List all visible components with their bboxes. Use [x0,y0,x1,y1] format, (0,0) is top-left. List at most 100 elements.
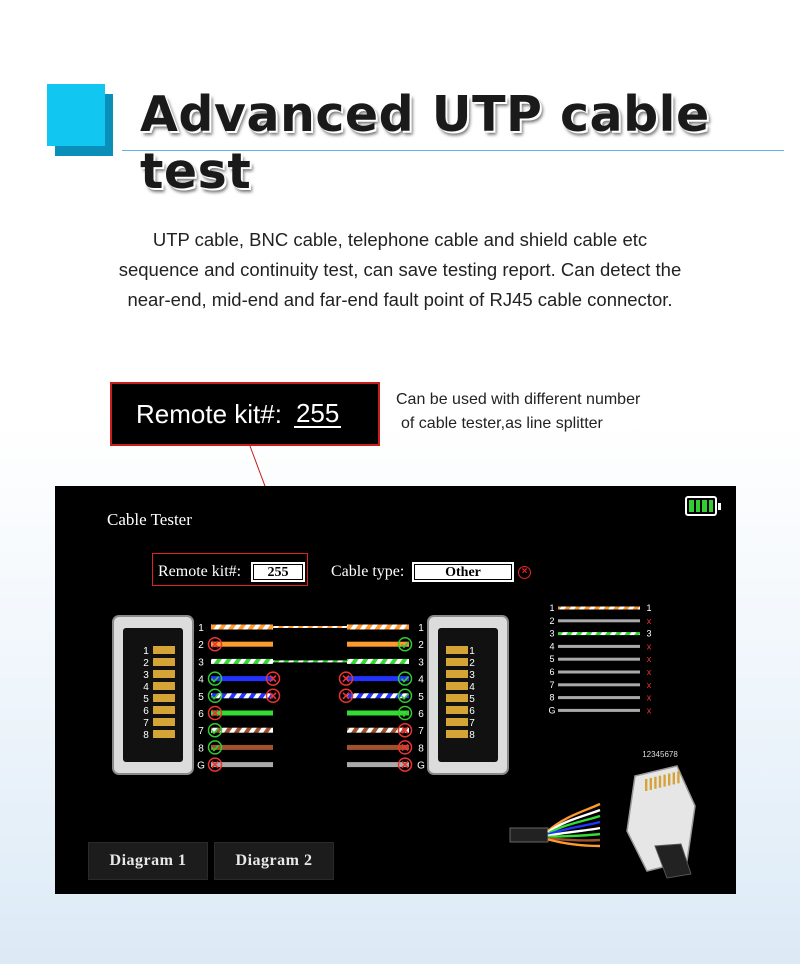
fail-mark [269,692,277,700]
wire-left-segment [211,624,273,630]
jack-pin-label: 3 [143,670,149,681]
wire-pin-label: 5 [418,692,424,703]
jack-pin-label: 5 [143,694,149,705]
wire-pin-label: 8 [198,743,204,754]
cable-wire [547,837,601,842]
jack-pin-label: 1 [143,646,149,657]
plug-contact [668,773,671,786]
check-mark [210,676,220,683]
cable-wire [547,832,601,839]
check-icon [207,740,223,755]
cable-type-field[interactable]: Other [412,562,514,582]
map-row-wire [558,696,640,700]
wire-left-segment [211,641,273,647]
check-icon [397,671,413,686]
fail-mark [342,675,350,683]
page-title: Advanced UTP cable test [140,86,710,200]
wire-pin-label: 6 [418,709,424,720]
map-row-wire [558,683,640,687]
map-row-label: 5 [549,654,554,664]
wire-left-segment [211,744,273,750]
remote-kit-callout-label: Remote kit#: [136,398,282,429]
wire-left-segment [211,710,273,716]
plug-contact [649,777,652,790]
cable-wire [547,838,601,848]
tab-diagram-1[interactable]: Diagram 1 [88,842,208,880]
map-row-label: 1 [549,603,554,613]
wire-pin-label: 2 [418,640,424,651]
jack-pin [446,646,468,654]
plug-contact [645,779,648,791]
plug-contact [672,772,675,785]
remote-kit-callout-value: 255 [293,398,342,428]
check-icon [207,688,223,704]
fail-mark [401,726,409,734]
check-mark [210,727,220,735]
cable-wire [547,820,601,836]
map-row-wire [558,632,640,636]
plug-contact [654,776,657,789]
cable-wire [547,826,601,837]
cable-wire [547,814,601,835]
map-row-wire [558,670,640,674]
wire-pin-label: 7 [198,726,204,737]
fail-icon [265,671,281,686]
wire-right-segment [347,744,409,750]
map-row-label: 4 [549,641,554,651]
intro-line: sequence and continuity test, can save t… [118,259,682,280]
tab-diagram-2[interactable]: Diagram 2 [214,842,334,880]
wire-pin-label: 1 [418,623,424,634]
jack-pin [446,730,468,738]
jack-pin [446,694,468,702]
fail-mark [269,675,277,683]
intro-line: near-end, mid-end and far-end fault poin… [127,289,673,310]
callout-note: Can be used with different number of cab… [396,388,640,436]
jack-pin [153,646,175,654]
jack-pin [153,718,175,726]
jack-pin-label: 7 [469,718,475,729]
rj45-jack-icon: 12345678 [427,615,509,775]
jack-pin-label: 4 [469,682,475,693]
fail-icon [207,757,223,772]
check-icon [207,671,223,686]
jack-pin-label: 8 [143,730,149,741]
wire-pin-label: 8 [418,743,424,754]
check-icon [207,722,223,738]
fail-mark [342,692,350,700]
wire-left-segment [211,727,273,733]
fail-icon [207,705,223,721]
header-accent-square [47,84,105,146]
remote-kit-highlight [152,553,308,586]
cable-tester-screen: Cable Tester Remote kit#: 255 Cable type… [55,486,736,894]
wire-right-segment [347,762,409,768]
wire-left-segment [211,658,273,664]
check-mark [400,710,410,718]
map-row-result: x [647,654,652,664]
jack-pin [446,706,468,714]
fail-icon [265,688,281,704]
callout-note-line: Can be used with different number [396,391,641,408]
check-icon [397,636,413,652]
map-row-result: x [647,680,652,690]
map-row-result: x [647,641,652,651]
map-row-result: x [647,616,652,626]
map-row-result: 1 [646,603,651,613]
wire-right-segment [347,710,409,716]
connector-caption: 12345678 [642,750,678,759]
wire-left-segment [211,693,273,699]
jack-pin [446,718,468,726]
jack-pin-label: 4 [143,682,149,693]
remote-kit-field[interactable]: 255 [251,562,305,582]
wire-right-segment [347,676,409,682]
wire-left-segment [211,762,273,768]
map-row-label: 2 [549,616,554,626]
cable-wire [547,808,601,834]
check-icon [397,688,413,704]
map-row-wire [558,657,640,661]
jack-pin-label: 3 [469,670,475,681]
fail-mark [401,743,409,751]
fail-icon [397,722,413,738]
wire-pin-label: 6 [198,709,204,720]
wire-right-segment [347,727,409,733]
jack-pin-label: 5 [469,694,475,705]
